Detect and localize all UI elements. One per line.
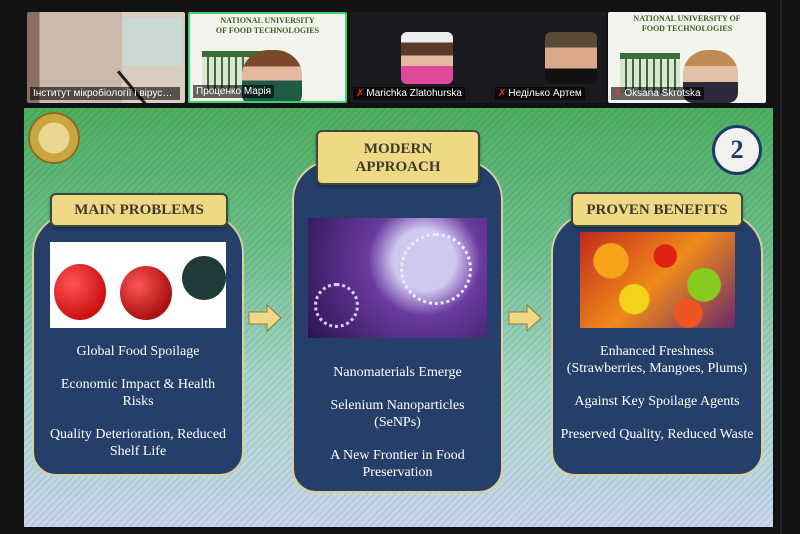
nanoparticles-image	[308, 218, 487, 338]
panel-item: Selenium Nanoparticles (SeNPs)	[330, 398, 465, 430]
arrow-right-icon	[248, 303, 282, 333]
side-divider	[780, 0, 782, 534]
slide-number: 2	[712, 125, 762, 175]
university-logo	[28, 112, 80, 164]
panel-title: PROVEN BENEFITS	[571, 192, 743, 227]
participant-tile[interactable]: ✗Неділько Артем	[492, 12, 606, 103]
participant-tile[interactable]: Інститут мікробіології і вірусології ім.…	[27, 12, 185, 103]
panel-item: Economic Impact & Health Risks	[60, 377, 216, 409]
panel-item: Preserved Quality, Reduced Waste	[560, 427, 754, 442]
apples-image	[50, 242, 226, 328]
panel-item: Nanomaterials Emerge	[333, 365, 462, 380]
avatar	[545, 32, 597, 84]
panel-item: Global Food Spoilage	[76, 344, 200, 359]
avatar	[401, 32, 453, 84]
mic-muted-icon: ✗	[614, 88, 623, 99]
mic-muted-icon: ✗	[498, 88, 507, 99]
participant-name: ✗Marichka Zlatohurska	[353, 87, 465, 100]
projector-screen	[122, 18, 182, 66]
panel-item: A New Frontier in Food Preservation	[330, 448, 465, 480]
background-text: NATIONAL UNIVERSITY OF FOOD TECHNOLOGIES	[633, 14, 741, 33]
panel-item: Enhanced Freshness (Strawberries, Mangoe…	[566, 344, 748, 376]
panel-item: Quality Deterioration, Reduced Shelf Lif…	[49, 427, 227, 459]
participant-tile[interactable]: NATIONAL UNIVERSITY OF FOOD TECHNOLOGIES…	[608, 12, 766, 103]
fruits-image	[580, 232, 735, 328]
mic-muted-icon: ✗	[356, 88, 365, 99]
participant-tile-active[interactable]: NATIONAL UNIVERSITY OF FOOD TECHNOLOGIES…	[188, 12, 347, 103]
shared-slide: 2 Global Food Spoilage Economic Impact &…	[24, 108, 773, 527]
panel-title: MAIN PROBLEMS	[50, 193, 228, 227]
participant-name: Інститут мікробіології і вірусології ім.…	[30, 87, 180, 100]
panel-title: MODERN APPROACH	[316, 130, 480, 185]
participant-name: Проценко Марія	[193, 85, 275, 98]
participant-name: ✗Oksana Skrotska	[611, 87, 704, 100]
participant-tile[interactable]: ✗Marichka Zlatohurska	[350, 12, 505, 103]
participant-name: ✗Неділько Артем	[495, 87, 585, 100]
building-image	[620, 53, 680, 93]
arrow-right-icon	[508, 303, 542, 333]
background-text: NATIONAL UNIVERSITY OF FOOD TECHNOLOGIES	[215, 16, 320, 35]
panel-item: Against Key Spoilage Agents	[574, 394, 740, 409]
